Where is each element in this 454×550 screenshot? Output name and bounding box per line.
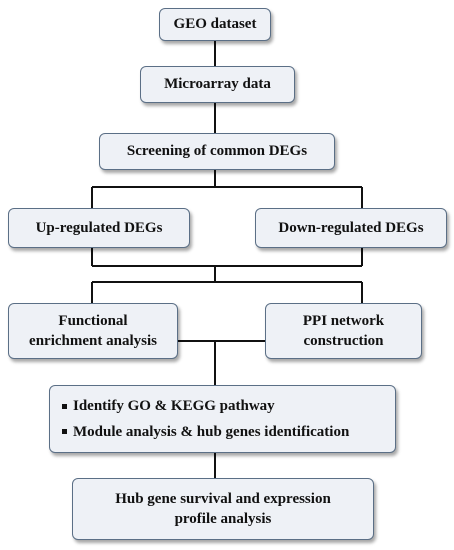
- down-regulated-degs-box: Down-regulated DEGs: [255, 208, 447, 248]
- down-regulated-label: Down-regulated DEGs: [278, 219, 424, 236]
- module-analysis-item: Module analysis & hub genes identificati…: [62, 422, 349, 442]
- bullet-icon: [62, 429, 67, 435]
- identify-go-kegg-label: Identify GO & KEGG pathway: [73, 398, 275, 415]
- ppi-label-line2: construction: [303, 333, 384, 349]
- functional-enrichment-box: Functional enrichment analysis: [8, 303, 178, 359]
- screening-common-degs-box: Screening of common DEGs: [99, 133, 335, 170]
- geo-dataset-box: GEO dataset: [159, 8, 271, 41]
- hub-gene-survival-box: Hub gene survival and expression profile…: [72, 478, 374, 540]
- up-regulated-label: Up-regulated DEGs: [35, 219, 163, 236]
- geo-dataset-label: GEO dataset: [173, 16, 257, 33]
- module-analysis-label: Module analysis & hub genes identificati…: [73, 423, 350, 440]
- identify-analysis-box: Identify GO & KEGG pathway Module analys…: [49, 385, 396, 453]
- microarray-data-box: Microarray data: [140, 66, 295, 103]
- ppi-label-line1: PPI network: [302, 312, 385, 329]
- functional-label-line1: Functional: [58, 312, 128, 329]
- functional-label-line2: enrichment analysis: [29, 333, 157, 349]
- bullet-icon: [62, 403, 67, 409]
- ppi-network-box: PPI network construction: [265, 303, 422, 359]
- microarray-data-label: Microarray data: [164, 76, 271, 93]
- hub-gene-label-line2: profile analysis: [174, 511, 272, 527]
- identify-go-kegg-item: Identify GO & KEGG pathway: [62, 396, 275, 416]
- hub-gene-label-line1: Hub gene survival and expression: [115, 490, 331, 507]
- screening-label: Screening of common DEGs: [126, 143, 308, 160]
- up-regulated-degs-box: Up-regulated DEGs: [8, 208, 190, 248]
